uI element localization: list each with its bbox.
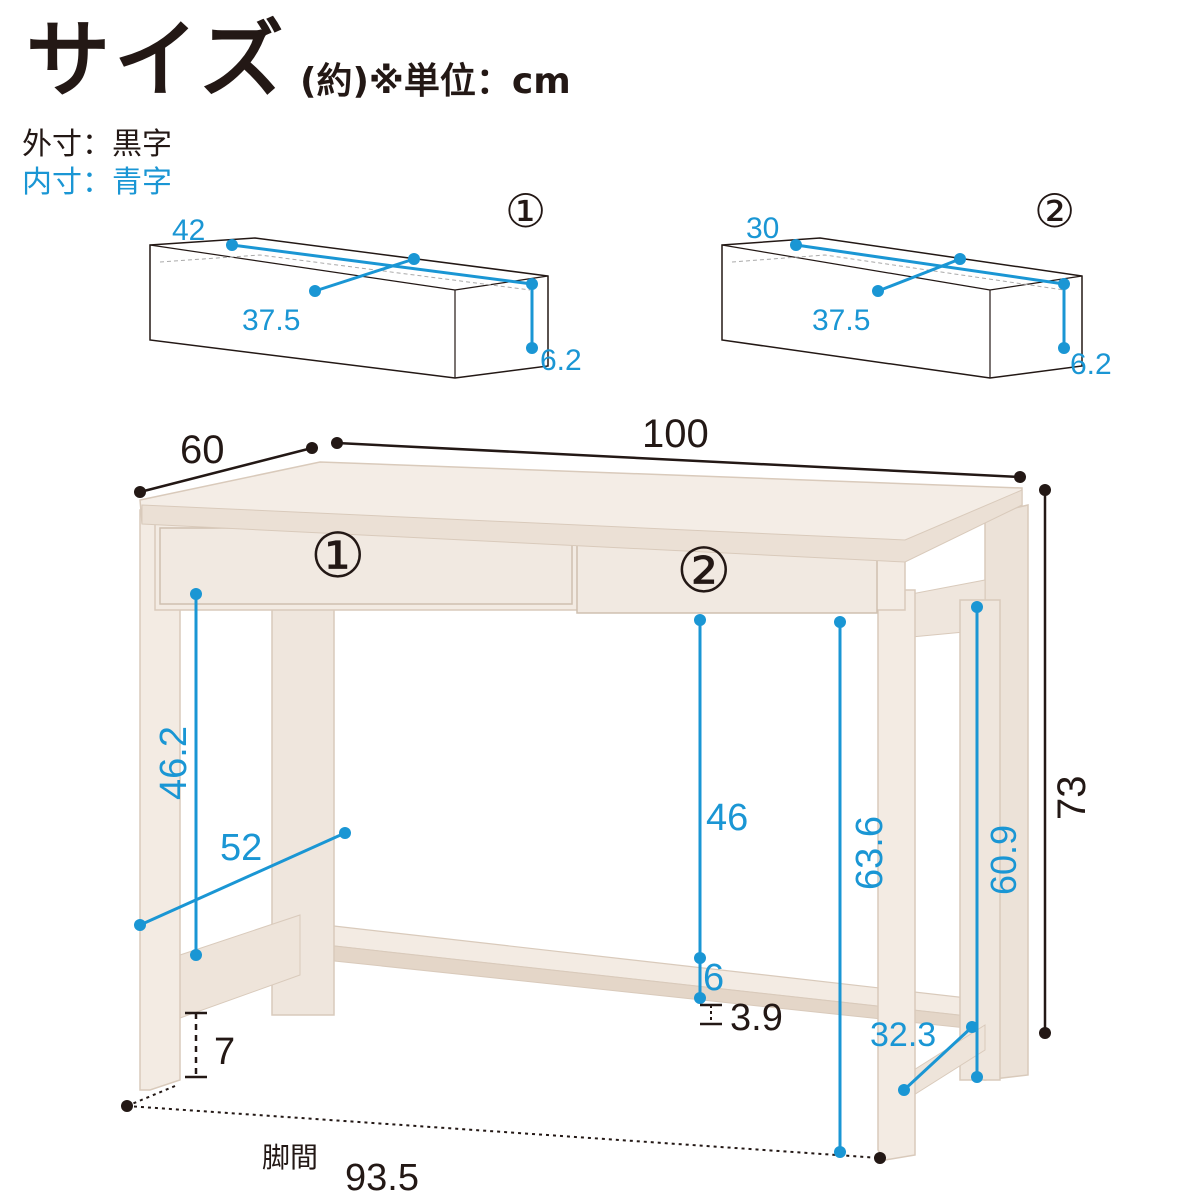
drawer-2-width-label: 30 (746, 212, 779, 245)
drawer-2-marker: ② (1034, 184, 1075, 238)
drawer-1-marker: ① (505, 184, 546, 238)
leg-span-caption: 脚間 (262, 1141, 318, 1174)
drawer-1-inner-edge (159, 254, 531, 291)
inner-dimensions: 46.2 52 46 6 3.9 63.6 60.9 32.3 (134, 588, 1024, 1158)
desk-tabletop-edge (141, 489, 1023, 563)
right-side-label: 60.9 (983, 825, 1024, 895)
right-knee-label: 63.6 (849, 816, 891, 890)
left-depth-label: 52 (220, 827, 262, 869)
drawer-2-depth-label: 37.5 (812, 304, 870, 337)
page-title: サイズ (26, 11, 288, 109)
desk-right-front-leg (877, 589, 916, 1161)
left-knee-label: 46.2 (153, 726, 195, 800)
outer-dimensions: 60 100 73 7 脚間 93.5 (121, 412, 1094, 1199)
drawer-1-height-dot (526, 342, 538, 354)
desk-right-back-leg (959, 599, 1001, 1081)
left-depth-line (139, 831, 346, 927)
desk-illustration: ① ② (139, 461, 1029, 1161)
desk-left-back-leg (271, 599, 335, 1016)
drawer-1-depth-dot (408, 253, 420, 265)
drawer-1-depth-label: 37.5 (242, 304, 300, 337)
width-100-line (336, 441, 1021, 479)
drawer-1-depth-line (314, 257, 415, 293)
leg-span-label: 93.5 (345, 1157, 419, 1199)
center-bar-label: 6 (703, 957, 724, 999)
desk-drawer-1-marker: ① (310, 519, 366, 592)
desk-width-label: 100 (642, 412, 709, 456)
drawer-1-height-label: 6.2 (540, 344, 582, 377)
drawer-2-height-label: 6.2 (1070, 348, 1112, 381)
bar-offset-label: 3.9 (730, 997, 783, 1039)
drawer-2-depth-dot (954, 253, 966, 265)
right-depth-line (902, 1025, 974, 1092)
desk-drawer-2-marker: ② (676, 534, 732, 607)
drawer-1-diagram: 42 37.5 6.2 ① (149, 184, 582, 379)
desk-depth-label: 60 (180, 428, 225, 472)
unit-note: (約)※単位：cm (300, 61, 571, 102)
right-depth-label: 32.3 (870, 1016, 936, 1054)
foot-height-label: 7 (214, 1031, 235, 1073)
drawer-1-width-label: 42 (172, 214, 205, 247)
leg-span-line (126, 1105, 881, 1159)
drawer-2-width-dot (790, 239, 802, 251)
drawer-2-diagram: 30 37.5 6.2 ② (721, 184, 1112, 381)
drawer-2-width-line (795, 243, 1065, 286)
center-knee-label: 46 (706, 797, 748, 839)
legend-inner-dimensions: 内寸：青字 (22, 165, 172, 200)
drawer-2-depth-line (877, 257, 961, 293)
drawer-1-width-line (231, 243, 533, 286)
depth-60-line (139, 446, 313, 494)
drawer-1-width-dot (226, 239, 238, 251)
drawer-1-depth-dot (309, 285, 321, 297)
drawer-2-inner-edge (731, 254, 1065, 291)
drawer-2-height-dot (1058, 342, 1070, 354)
drawer-2-depth-dot (872, 285, 884, 297)
desk-height-label: 73 (1050, 776, 1094, 821)
legend-outer-dimensions: 外寸：黒字 (22, 127, 172, 162)
